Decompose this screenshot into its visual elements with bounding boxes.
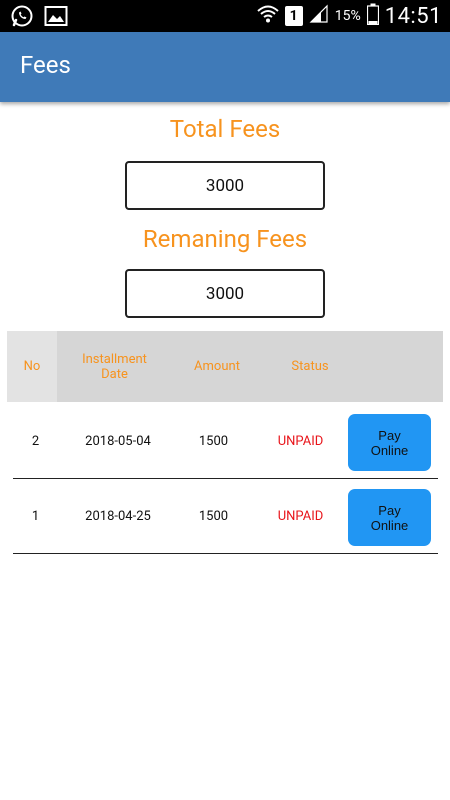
row-no: 1 <box>31 508 40 524</box>
pay-online-label: Pay Online <box>370 427 409 458</box>
system-icons: 1 15% 14:51 <box>257 0 442 32</box>
whatsapp-icon <box>10 4 34 32</box>
app-bar: Fees <box>0 32 450 102</box>
header-amount: Amount <box>194 359 240 374</box>
row-status: UNPAID <box>277 508 324 524</box>
table-row: 2 2018-05-04 1500 UNPAID Pay Online <box>13 403 438 479</box>
clock: 14:51 <box>384 3 442 29</box>
row-amount: 1500 <box>198 433 229 449</box>
battery-icon <box>366 3 379 29</box>
wifi-icon <box>257 4 279 28</box>
pay-online-button[interactable]: Pay Online <box>348 489 431 546</box>
header-no: No <box>7 331 57 402</box>
remaining-fees-label: Remaning Fees <box>142 225 308 253</box>
header-installment-date-text: Installment Date <box>82 351 147 382</box>
table-row: 1 2018-04-25 1500 UNPAID Pay Online <box>13 478 438 554</box>
total-fees-value: 3000 <box>125 161 325 210</box>
notification-area <box>10 4 68 32</box>
row-installment-date: 2018-05-04 <box>85 433 151 449</box>
pay-online-button[interactable]: Pay Online <box>348 414 431 471</box>
image-icon <box>44 5 68 31</box>
pay-online-label: Pay Online <box>370 502 409 533</box>
header-status: Status <box>291 359 329 374</box>
table-header: No Installment Date Amount Status <box>7 331 443 402</box>
row-installment-date: 2018-04-25 <box>85 508 151 524</box>
header-installment-date: Installment Date <box>57 331 172 402</box>
battery-percent: 15% <box>334 8 361 24</box>
status-bar: 1 15% 14:51 <box>0 0 450 32</box>
row-no: 2 <box>31 433 40 449</box>
sim-indicator: 1 <box>284 6 303 26</box>
row-status: UNPAID <box>277 433 324 449</box>
remaining-fees-value: 3000 <box>125 269 325 318</box>
page-title: Fees <box>20 51 71 79</box>
signal-icon <box>309 4 329 28</box>
row-amount: 1500 <box>198 508 229 524</box>
total-fees-label: Total Fees <box>169 115 281 143</box>
